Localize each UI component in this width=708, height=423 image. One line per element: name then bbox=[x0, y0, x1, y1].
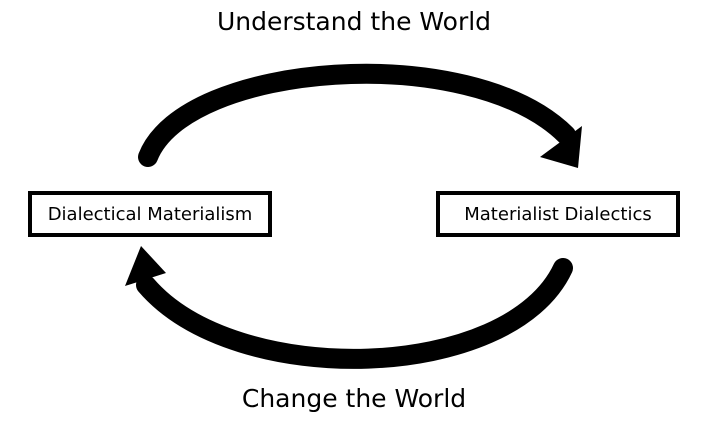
node-label: Dialectical Materialism bbox=[47, 203, 253, 225]
understand-arrowhead bbox=[540, 126, 582, 168]
node-label: Materialist Dialectics bbox=[464, 203, 652, 225]
change-arrow-arc bbox=[136, 258, 573, 369]
understand-arrow-arc bbox=[138, 63, 576, 167]
top-arrow-label: Understand the World bbox=[216, 7, 492, 36]
node-dialectical-materialism: Dialectical Materialism bbox=[28, 191, 272, 237]
node-materialist-dialectics: Materialist Dialectics bbox=[436, 191, 680, 237]
bottom-arrow-label: Change the World bbox=[241, 384, 467, 413]
change-arrowhead bbox=[125, 246, 166, 286]
